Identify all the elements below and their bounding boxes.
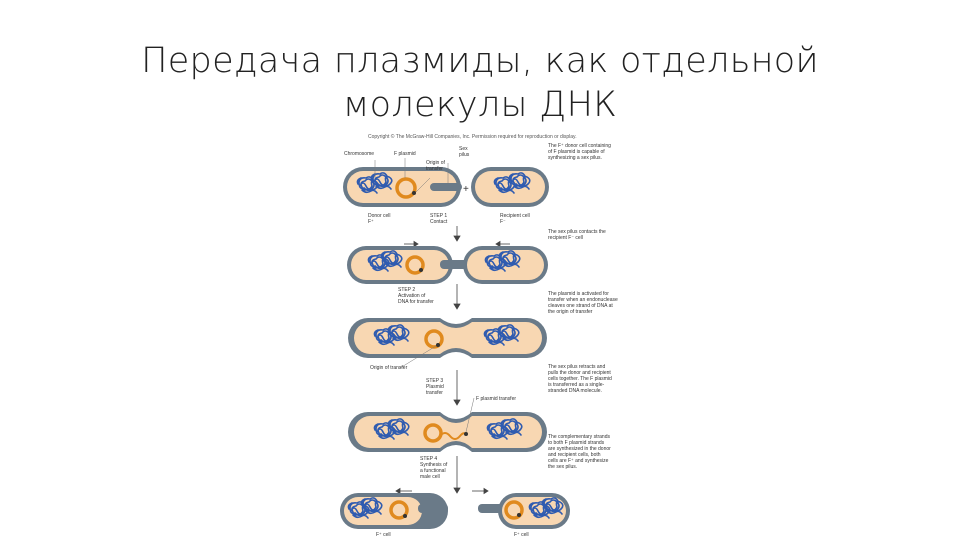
label-origin-of-transfer-top: Origin of transfer xyxy=(426,160,445,172)
label-step-2: STEP 2 Activation of DNA for transfer xyxy=(398,287,434,305)
label-step-4: STEP 4 Synthesis of a functional male ce… xyxy=(420,456,448,480)
label-recipient-cell: Recipient cell F⁻ xyxy=(500,213,530,225)
row-1-recipient-cell xyxy=(471,167,549,207)
row-2-cells xyxy=(347,246,548,284)
label-f-plasmid-transfer: F plasmid transfer xyxy=(476,396,517,402)
row-4-cells xyxy=(348,412,547,452)
label-step-3: STEP 3 Plasmid transfer xyxy=(426,378,444,396)
sex-pilus xyxy=(430,183,462,191)
slide-title-line-2: молекулы ДНК xyxy=(342,85,618,125)
step-description-1: The F⁺ donor cell containing of F plasmi… xyxy=(548,143,611,161)
step-description-3: The plasmid is activated for transfer wh… xyxy=(548,291,618,315)
label-f-plasmid: F plasmid xyxy=(394,151,416,157)
row-5-right-cell xyxy=(478,493,570,529)
f-plasmid-icon xyxy=(395,177,417,199)
origin-dot xyxy=(412,191,416,195)
label-sex-pilus: Sex pilus xyxy=(459,146,470,158)
row-3-cells xyxy=(348,318,547,358)
slide-title-line-1: Передача плазмиды, как отдельной xyxy=(141,41,819,81)
step-description-2: The sex pilus contacts the recipient F⁻ … xyxy=(548,229,606,241)
label-f-plus-cell-left: F⁺ cell xyxy=(376,532,391,538)
step-arrows xyxy=(395,226,510,495)
leader-lines xyxy=(374,158,475,433)
label-donor-cell: Donor cell F⁺ xyxy=(368,213,391,225)
row-5-left-cell xyxy=(340,493,448,529)
step-description-5: The complementary strands to both F plas… xyxy=(548,434,611,470)
label-f-plus-cell-right: F⁺ cell xyxy=(514,532,529,538)
row-1-donor-cell xyxy=(343,167,462,207)
label-step-1: STEP 1 Contact xyxy=(430,213,448,225)
label-chromosome: Chromosome xyxy=(344,151,375,157)
label-origin-of-transfer: Origin of transfer xyxy=(370,365,408,371)
copyright-notice: Copyright © The McGraw-Hill Companies, I… xyxy=(368,134,577,140)
plus-sign: + xyxy=(463,184,469,195)
step-description-4: The sex pilus retracts and pulls the don… xyxy=(548,364,612,394)
